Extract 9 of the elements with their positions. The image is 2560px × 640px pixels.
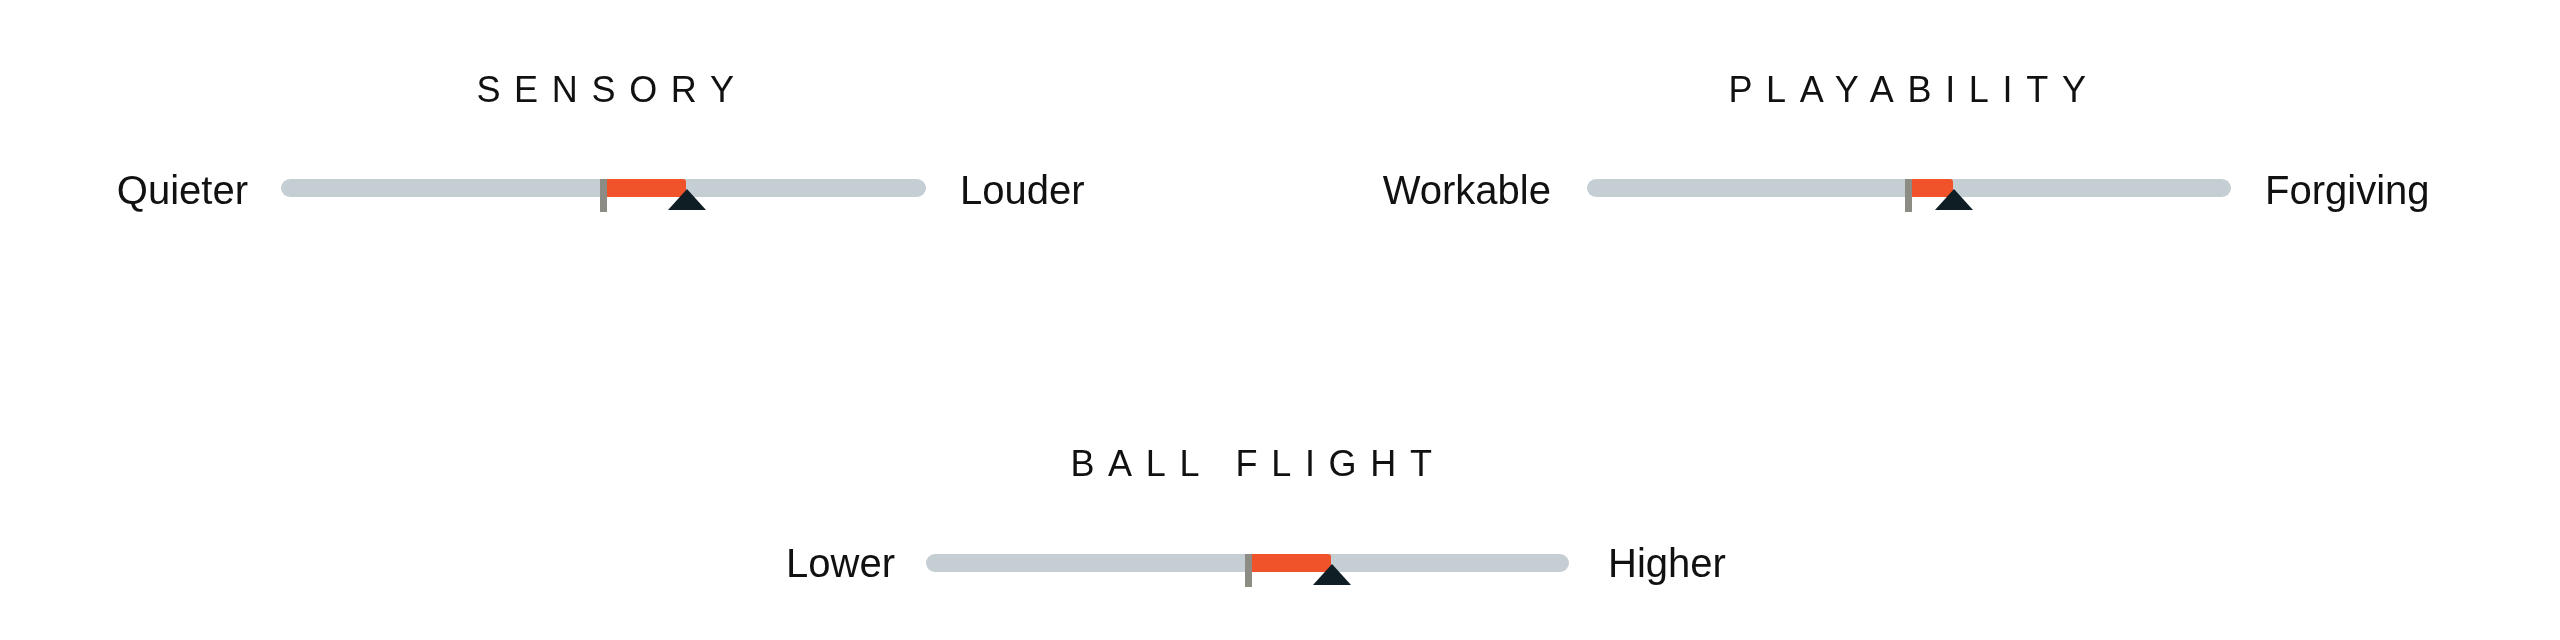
scale-end-label: Forgiving xyxy=(2265,170,2430,210)
scale-end-label: Higher xyxy=(1608,543,1726,583)
scale-end-label: Quieter xyxy=(116,170,248,210)
slider-title: BALL FLIGHT xyxy=(1070,446,1446,482)
slider-title: SENSORY xyxy=(476,72,748,108)
scale-end-label: Lower xyxy=(786,543,895,583)
slider-title: PLAYABILITY xyxy=(1728,72,2100,108)
scale-end-label: Louder xyxy=(960,170,1085,210)
scale-end-label: Workable xyxy=(1382,170,1551,210)
